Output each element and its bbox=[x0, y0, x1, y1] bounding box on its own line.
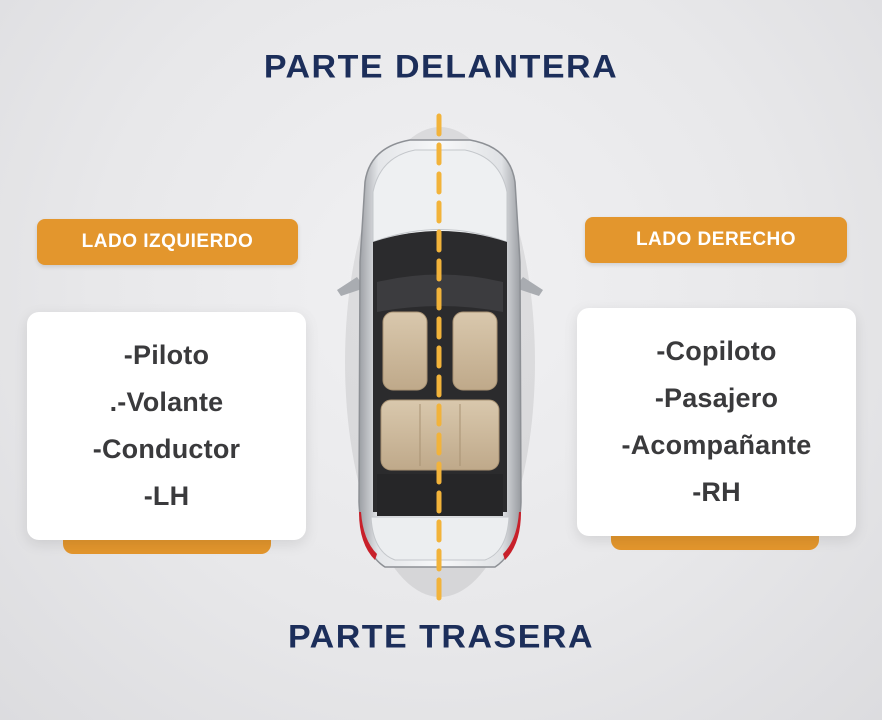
rear-title: PARTE TRASERA bbox=[288, 618, 594, 656]
left-side-label: LADO IZQUIERDO bbox=[37, 219, 298, 265]
left-item: .-Volante bbox=[109, 387, 224, 417]
left-item: -LH bbox=[143, 481, 190, 511]
right-item: -RH bbox=[692, 477, 741, 507]
front-title: PARTE DELANTERA bbox=[263, 48, 619, 86]
right-item: -Acompañante bbox=[621, 430, 812, 460]
right-item: -Copiloto bbox=[656, 336, 777, 366]
left-side-card: -Piloto .-Volante -Conductor -LH bbox=[27, 312, 306, 540]
car-top-view-illustration bbox=[335, 112, 545, 602]
left-item: -Conductor bbox=[92, 434, 241, 464]
right-side-label: LADO DERECHO bbox=[585, 217, 847, 263]
right-side-label-text: LADO DERECHO bbox=[635, 229, 797, 250]
right-side-card: -Copiloto -Pasajero -Acompañante -RH bbox=[577, 308, 856, 536]
left-side-label-text: LADO IZQUIERDO bbox=[81, 231, 254, 252]
right-item: -Pasajero bbox=[654, 383, 779, 413]
left-item: -Piloto bbox=[123, 340, 210, 370]
